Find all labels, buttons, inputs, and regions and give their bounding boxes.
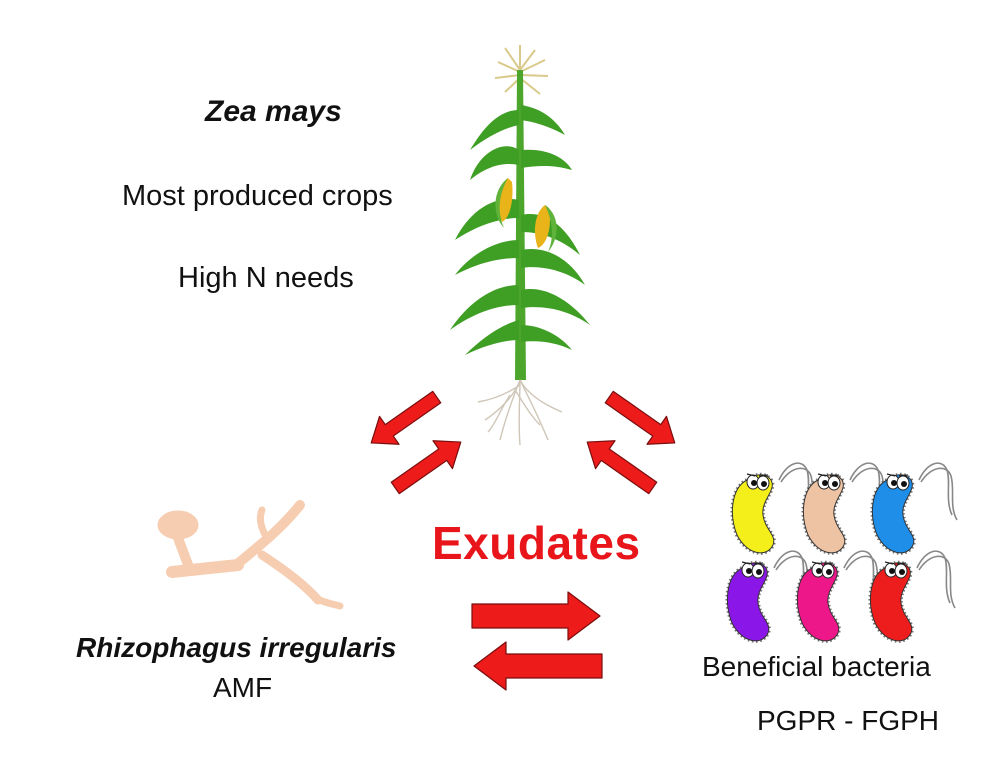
double-arrow-icon <box>604 390 676 445</box>
fungus-species-label: Rhizophagus irregularis <box>76 632 397 663</box>
double-arrow-icon <box>471 591 601 641</box>
double-arrow-icon <box>473 641 603 691</box>
plant-species-label: Zea mays <box>205 95 342 128</box>
bacteria-label: Beneficial bacteria <box>702 651 931 682</box>
bacteria-abbreviation: PGPR - FGPH <box>757 705 940 736</box>
double-arrow-icon <box>370 390 442 445</box>
plant-fact-crops: Most produced crops <box>122 180 393 212</box>
plant-fact-nitrogen: High N needs <box>178 262 354 294</box>
double-arrow-icon <box>586 440 658 495</box>
fungus-abbreviation: AMF <box>213 672 273 703</box>
bacterium-icon <box>868 549 957 643</box>
double-arrow-icon <box>390 440 462 495</box>
exudates-label: Exudates <box>432 517 641 569</box>
bacterium-icon <box>870 461 959 555</box>
